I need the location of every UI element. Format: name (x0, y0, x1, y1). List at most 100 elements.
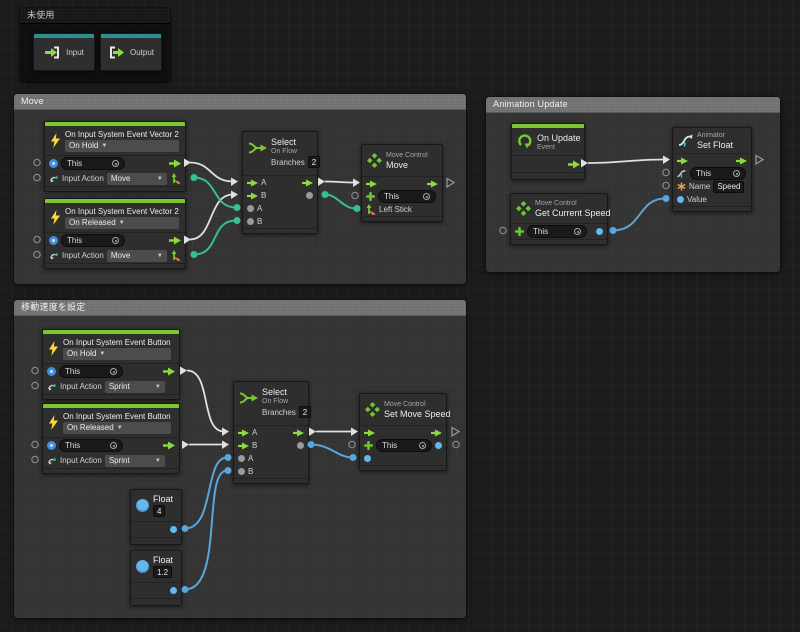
node-on-update[interactable]: On Update Event (511, 123, 585, 180)
node-animator-set-float[interactable]: Animator Set Float This Name Speed Value (672, 127, 752, 212)
event-mode-dropdown[interactable]: On Hold▼ (63, 347, 171, 360)
flow-in-arrow-icon[interactable] (677, 157, 688, 165)
node-float-4[interactable]: Float 4 (130, 489, 182, 545)
flow-in-arrow-icon[interactable] (247, 192, 258, 200)
event-mode-dropdown[interactable]: On Hold▼ (65, 139, 179, 152)
chevron-down-icon: ▼ (118, 219, 125, 226)
name-value-field[interactable]: Speed (713, 180, 745, 193)
self-icon (47, 441, 56, 450)
flow-in-arrow-icon[interactable] (238, 442, 249, 450)
float-out-port[interactable] (170, 526, 177, 533)
flow-in-arrow-icon[interactable] (247, 179, 258, 187)
flow-out-arrow-icon[interactable] (568, 160, 580, 169)
target-picker-icon[interactable] (419, 442, 426, 449)
group-animation-update-title[interactable]: Animation Update (486, 97, 780, 113)
this-field[interactable]: This (61, 157, 125, 170)
flow-out-arrow-icon[interactable] (163, 367, 175, 376)
input-action-icon (49, 174, 59, 184)
dpad-icon (365, 402, 380, 417)
this-field[interactable]: This (527, 225, 587, 238)
selection-out-port[interactable] (297, 442, 304, 449)
value-in-port[interactable] (247, 205, 254, 212)
vector2-in-icon[interactable] (366, 204, 376, 215)
node-category: Animator (697, 131, 726, 139)
value-in-port[interactable] (247, 218, 254, 225)
node-footer (673, 206, 751, 213)
result-out-port[interactable] (435, 442, 442, 449)
event-mode-dropdown[interactable]: On Released▼ (65, 216, 179, 229)
node-category: Move Control (384, 400, 426, 408)
node-on-input-button-hold[interactable]: On Input System Event Button On Hold▼ Th… (42, 329, 180, 400)
target-picker-icon[interactable] (110, 442, 117, 449)
flow-out-arrow-icon[interactable] (163, 441, 175, 450)
node-float-1-2[interactable]: Float 1.2 (130, 550, 182, 606)
selection-out-port[interactable] (306, 192, 313, 199)
flow-out-arrow-icon[interactable] (169, 236, 181, 245)
group-set-move-speed-title[interactable]: 移動速度を設定 (14, 300, 466, 316)
node-title: Set Move Speed (384, 408, 451, 419)
node-on-input-button-released[interactable]: On Input System Event Button On Released… (42, 403, 180, 474)
this-field[interactable]: This (59, 365, 123, 378)
target-picker-icon[interactable] (423, 193, 430, 200)
float-value-field[interactable]: 1.2 (153, 566, 173, 578)
flow-out-arrow-icon[interactable] (736, 157, 747, 165)
speed-out-port[interactable] (596, 228, 603, 235)
input-action-dropdown[interactable]: Move▼ (106, 172, 167, 185)
node-set-move-speed[interactable]: Move Control Set Move Speed This (359, 393, 451, 471)
flow-out-arrow-icon[interactable] (427, 180, 438, 188)
node-select-move[interactable]: Select On Flow Branches 2 A B A B (242, 131, 321, 234)
target-picker-icon[interactable] (733, 170, 740, 177)
target-picker-icon[interactable] (112, 237, 119, 244)
node-title: On Input System Event Vector 2 (65, 129, 179, 139)
target-picker-icon[interactable] (112, 160, 119, 167)
group-move-title[interactable]: Move (14, 94, 466, 110)
flow-in-arrow-icon[interactable] (238, 429, 249, 437)
input-action-dropdown[interactable]: Sprint▼ (104, 454, 165, 467)
flow-out-arrow-icon[interactable] (169, 159, 181, 168)
select-merge-icon (248, 141, 267, 155)
value-in-port[interactable] (238, 455, 245, 462)
node-cap (101, 34, 161, 38)
group-unused-title[interactable]: 未使用 (20, 8, 170, 24)
this-field[interactable]: This (378, 190, 436, 203)
this-field[interactable]: This (61, 234, 125, 247)
node-get-current-speed[interactable]: Move Control Get Current Speed This (510, 193, 611, 245)
float-out-port[interactable] (170, 587, 177, 594)
self-icon (49, 236, 58, 245)
value-in-port[interactable] (238, 468, 245, 475)
node-select-speed[interactable]: Select On Flow Branches 2 A B A B (233, 381, 312, 484)
input-action-dropdown[interactable]: Move▼ (106, 249, 167, 262)
lightning-icon (48, 415, 59, 430)
input-action-dropdown[interactable]: Sprint▼ (104, 380, 165, 393)
node-on-input-vector2-released[interactable]: On Input System Event Vector 2 On Releas… (44, 198, 186, 269)
branches-count-field[interactable]: 2 (298, 406, 312, 418)
target-picker-icon[interactable] (574, 228, 581, 235)
float-value-field[interactable]: 4 (153, 505, 166, 517)
node-on-input-vector2-hold[interactable]: On Input System Event Vector 2 On Hold▼ … (44, 121, 186, 192)
vector2-out-icon[interactable] (171, 173, 181, 184)
value-in-port[interactable] (364, 455, 371, 462)
component-icon (364, 441, 373, 450)
flow-out-arrow-icon[interactable] (293, 429, 304, 437)
node-subtitle: On Flow (271, 148, 298, 155)
target-picker-icon[interactable] (110, 368, 117, 375)
flow-out-arrow-icon[interactable] (302, 179, 313, 187)
flow-in-arrow-icon[interactable] (364, 429, 375, 437)
node-graph-input[interactable]: Input (33, 33, 95, 71)
this-field[interactable]: This (376, 439, 432, 452)
vector2-out-icon[interactable] (171, 250, 181, 261)
node-graph-output[interactable]: Output (100, 33, 162, 71)
this-field[interactable]: This (59, 439, 123, 452)
node-move-control-move[interactable]: Move Control Move This Left Stick (361, 144, 443, 222)
event-mode-dropdown[interactable]: On Released▼ (63, 421, 171, 434)
group-move[interactable]: Move (14, 94, 466, 284)
input-action-icon (47, 456, 57, 466)
node-title: Select (271, 137, 297, 147)
value-in-port[interactable] (677, 196, 684, 203)
branches-count-field[interactable]: 2 (307, 156, 321, 168)
flow-in-arrow-icon[interactable] (366, 180, 377, 188)
input-action-label: Input Action (62, 174, 104, 183)
flow-out-arrow-icon[interactable] (431, 429, 442, 437)
this-field[interactable]: This (690, 167, 746, 180)
